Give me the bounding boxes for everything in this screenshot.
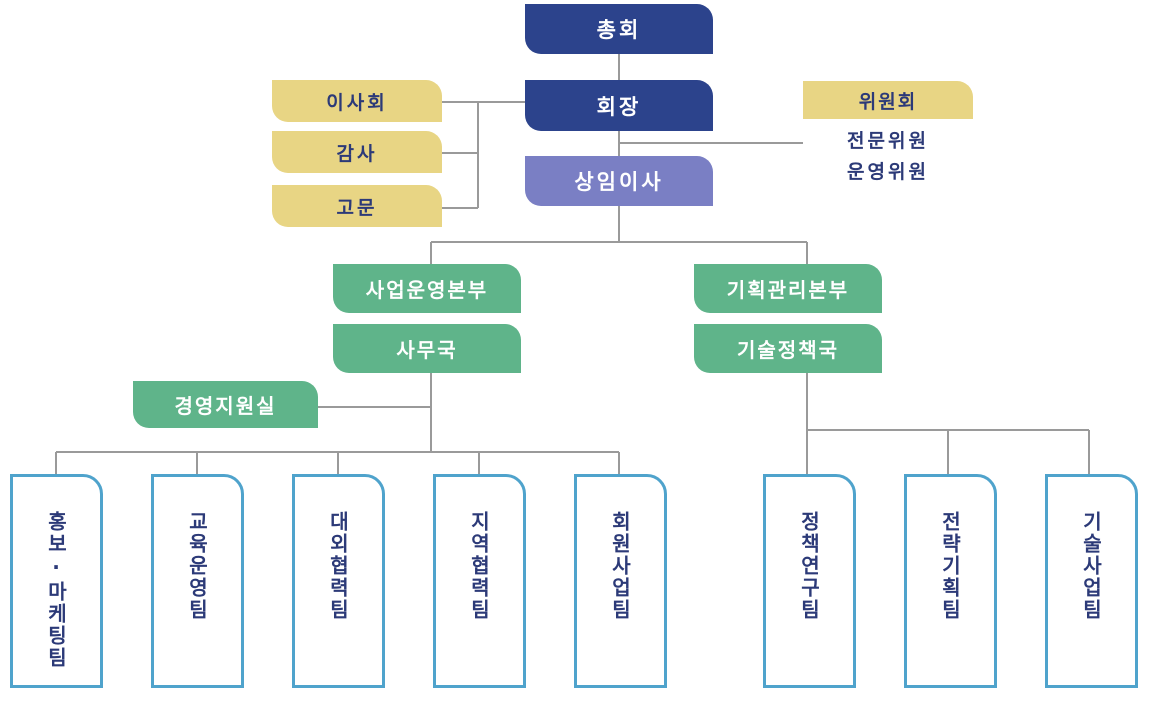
- board-box: 이사회: [272, 80, 442, 122]
- team-label: 전략기획팀: [938, 511, 962, 621]
- team-label: 회원사업팀: [608, 511, 632, 621]
- team-box-pr-marketing: 홍보·마케팅팀: [10, 474, 103, 688]
- committee-item-expert: 전문위원: [803, 124, 973, 154]
- team-box-education: 교육운영팀: [151, 474, 244, 688]
- team-label: 지역협력팀: [467, 511, 491, 621]
- standing-director-label: 상임이사: [574, 170, 664, 194]
- tech-policy-bureau-box: 기술정책국: [694, 324, 882, 373]
- committee-box: 위원회: [803, 81, 973, 119]
- auditor-box: 감사: [272, 131, 442, 173]
- advisor-box: 고문: [272, 185, 442, 227]
- team-label: 기술사업팀: [1079, 511, 1103, 621]
- chairman-label: 회장: [596, 94, 642, 119]
- standing-director-box: 상임이사: [525, 156, 713, 206]
- team-label: 홍보·마케팅팀: [44, 511, 68, 669]
- team-box-policy-research: 정책연구팀: [763, 474, 856, 688]
- secretariat-label: 사무국: [396, 338, 458, 362]
- general-assembly-label: 총회: [596, 18, 642, 42]
- team-box-strategic-planning: 전략기획팀: [904, 474, 997, 688]
- team-label: 교육운영팀: [185, 511, 209, 621]
- business-hq-label: 사업운영본부: [365, 278, 489, 302]
- committee-label: 위원회: [858, 90, 918, 113]
- general-assembly-box: 총회: [525, 4, 713, 54]
- planning-hq-box: 기획관리본부: [694, 264, 882, 313]
- tech-policy-bureau-label: 기술정책국: [737, 338, 839, 362]
- team-label: 대외협력팀: [326, 511, 350, 621]
- team-box-member-business: 회원사업팀: [574, 474, 667, 688]
- management-office-box: 경영지원실: [133, 381, 318, 428]
- planning-hq-label: 기획관리본부: [726, 278, 850, 302]
- committee-item-operation-label: 운영위원: [847, 160, 929, 183]
- team-box-regional: 지역협력팀: [433, 474, 526, 688]
- advisor-label: 고문: [336, 196, 378, 219]
- secretariat-box: 사무국: [333, 324, 521, 373]
- team-box-tech-business: 기술사업팀: [1045, 474, 1138, 688]
- committee-item-operation: 운영위원: [803, 155, 973, 185]
- team-box-external: 대외협력팀: [292, 474, 385, 688]
- management-office-label: 경영지원실: [174, 394, 277, 418]
- team-label: 정책연구팀: [797, 511, 821, 621]
- business-hq-box: 사업운영본부: [333, 264, 521, 313]
- committee-item-expert-label: 전문위원: [847, 129, 929, 152]
- chairman-box: 회장: [525, 80, 713, 131]
- auditor-label: 감사: [336, 142, 378, 165]
- board-label: 이사회: [326, 91, 388, 114]
